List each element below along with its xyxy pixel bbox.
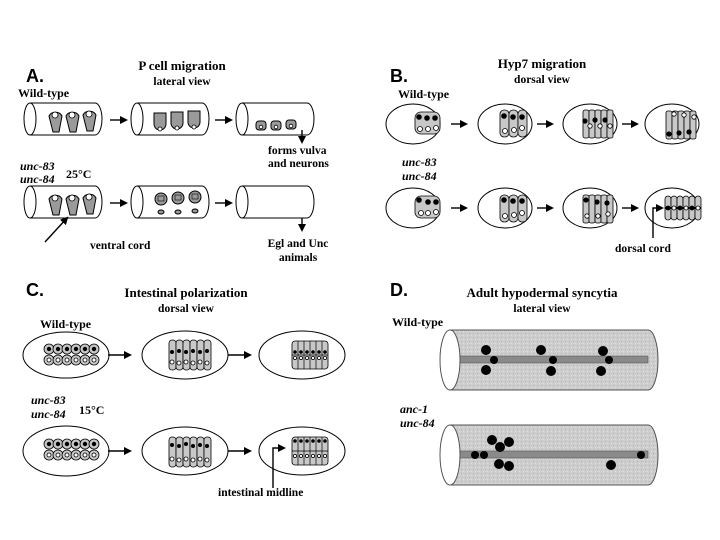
panel-a-label: A.	[26, 66, 44, 86]
hyp7-mutant-stage-1	[385, 187, 441, 229]
syncytium-wildtype	[439, 329, 659, 391]
panel-c-subtitle: dorsal view	[158, 303, 215, 315]
panel-b-label: B.	[390, 66, 408, 86]
hyp7-mutant-stage-4	[644, 187, 702, 238]
panel-c: C. Intestinal polarization dorsal view W…	[22, 280, 346, 499]
panel-c-mutant-label-2: unc-84	[31, 407, 66, 421]
panel-d: D. Adult hypodermal syncytia lateral vie…	[390, 280, 659, 486]
hyp7-mutant-stage-3	[562, 187, 618, 229]
intestine-wt-stage-3	[258, 330, 346, 380]
panel-a-mutant-label-1: unc-83	[20, 159, 55, 173]
wt-tube-stage-2	[130, 102, 210, 136]
intestine-mutant-stage-2	[141, 426, 229, 476]
panel-b: B. Hyp7 migration dorsal view Wild-type	[385, 56, 702, 255]
panel-c-callout: intestinal midline	[218, 487, 303, 499]
wt-tube-stage-3	[235, 102, 315, 144]
intestine-wt-stage-2	[141, 330, 229, 380]
mutant-tube-stage-1	[23, 185, 103, 219]
callout-arrow-icon	[44, 216, 69, 243]
hyp7-wt-stage-2	[477, 103, 533, 145]
panel-a: A. P cell migration lateral view Wild-ty…	[18, 58, 329, 264]
hyp7-mutant-stage-2	[477, 187, 533, 229]
panel-d-mutant-label-1: anc-1	[400, 402, 428, 416]
intestine-mutant-stage-1	[22, 425, 110, 477]
panel-c-label: C.	[26, 280, 44, 300]
panel-c-mutant-label-1: unc-83	[31, 393, 66, 407]
panel-a-outcome-mutant-line1: Egl and Unc	[268, 238, 329, 250]
hyp7-wt-stage-4	[644, 103, 700, 145]
panel-d-mutant-label-2: unc-84	[400, 416, 435, 430]
panel-a-temperature: 25°C	[66, 167, 91, 181]
panel-c-wildtype-label: Wild-type	[40, 317, 92, 331]
wt-tube-stage-1	[23, 102, 103, 136]
panel-d-wildtype-label: Wild-type	[392, 315, 444, 329]
panel-a-callout: ventral cord	[90, 240, 151, 252]
panel-b-mutant-label-2: unc-84	[402, 169, 437, 183]
panel-a-mutant-label-2: unc-84	[20, 172, 55, 186]
hyp7-wt-stage-3	[562, 103, 618, 145]
mutant-tube-stage-2	[130, 185, 210, 219]
panel-b-callout: dorsal cord	[615, 243, 672, 255]
panel-a-title: P cell migration	[138, 58, 226, 73]
panel-a-outcome-mutant-line2: animals	[279, 252, 318, 264]
panel-c-title: Intestinal polarization	[124, 285, 248, 300]
panel-a-outcome-wt-line2: and neurons	[268, 158, 329, 170]
panel-b-title: Hyp7 migration	[498, 56, 587, 71]
panel-a-subtitle: lateral view	[153, 76, 211, 88]
panel-a-outcome-wt-line1: forms vulva	[268, 145, 327, 157]
intestine-wt-stage-1	[22, 331, 110, 379]
mutant-tube-stage-3	[235, 185, 315, 232]
panel-d-label: D.	[390, 280, 408, 300]
panel-d-subtitle: lateral view	[513, 303, 571, 315]
hyp7-wt-stage-1	[385, 103, 441, 145]
panel-b-subtitle: dorsal view	[514, 74, 571, 86]
panel-c-temperature: 15°C	[79, 403, 104, 417]
panel-d-title: Adult hypodermal syncytia	[467, 285, 618, 300]
panel-a-wildtype-label: Wild-type	[18, 86, 70, 100]
panel-b-mutant-label-1: unc-83	[402, 155, 437, 169]
panel-b-wildtype-label: Wild-type	[398, 87, 450, 101]
intestine-mutant-stage-3	[258, 426, 346, 488]
syncytium-mutant	[439, 424, 659, 486]
